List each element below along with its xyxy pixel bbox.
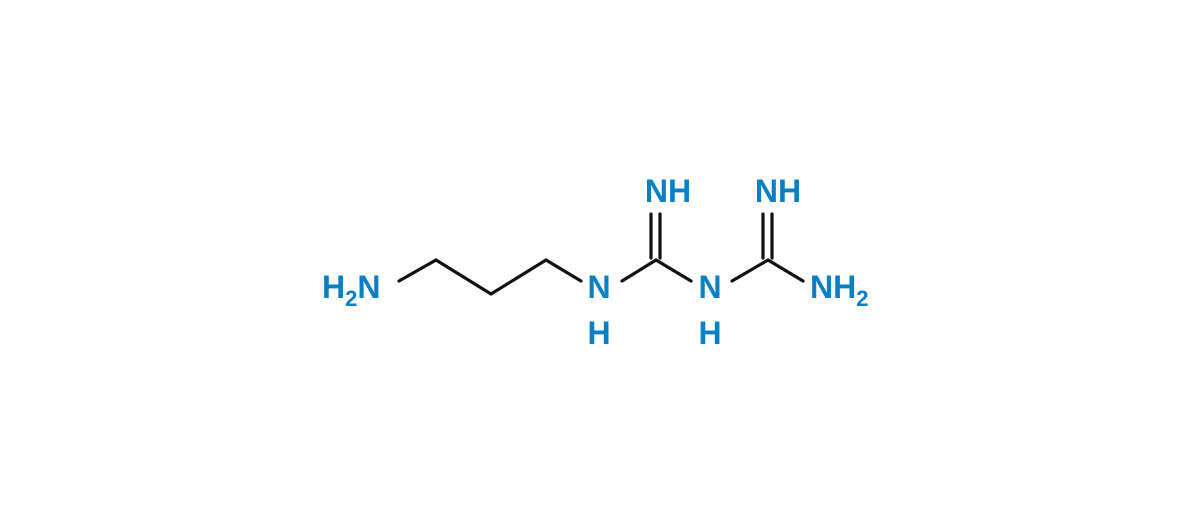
atom-imine-2: NH xyxy=(755,173,801,209)
atom-imine-1: NH xyxy=(645,173,691,209)
atom-nh-2-h: H xyxy=(698,315,721,351)
atom-h2n: H2N xyxy=(322,269,380,311)
propyl-chain-bond xyxy=(397,258,583,296)
atom-nh-1: N xyxy=(587,269,610,305)
atom-nh-2: N xyxy=(698,269,721,305)
bond-c4-n2 xyxy=(654,258,693,283)
bond-n1-c4 xyxy=(620,258,658,283)
atom-nh2: NH2 xyxy=(810,269,868,311)
bond-n2-c5 xyxy=(730,258,770,283)
atom-nh-1-h: H xyxy=(587,315,610,351)
bonds xyxy=(397,212,805,296)
bond-c5-nh2 xyxy=(766,258,805,283)
